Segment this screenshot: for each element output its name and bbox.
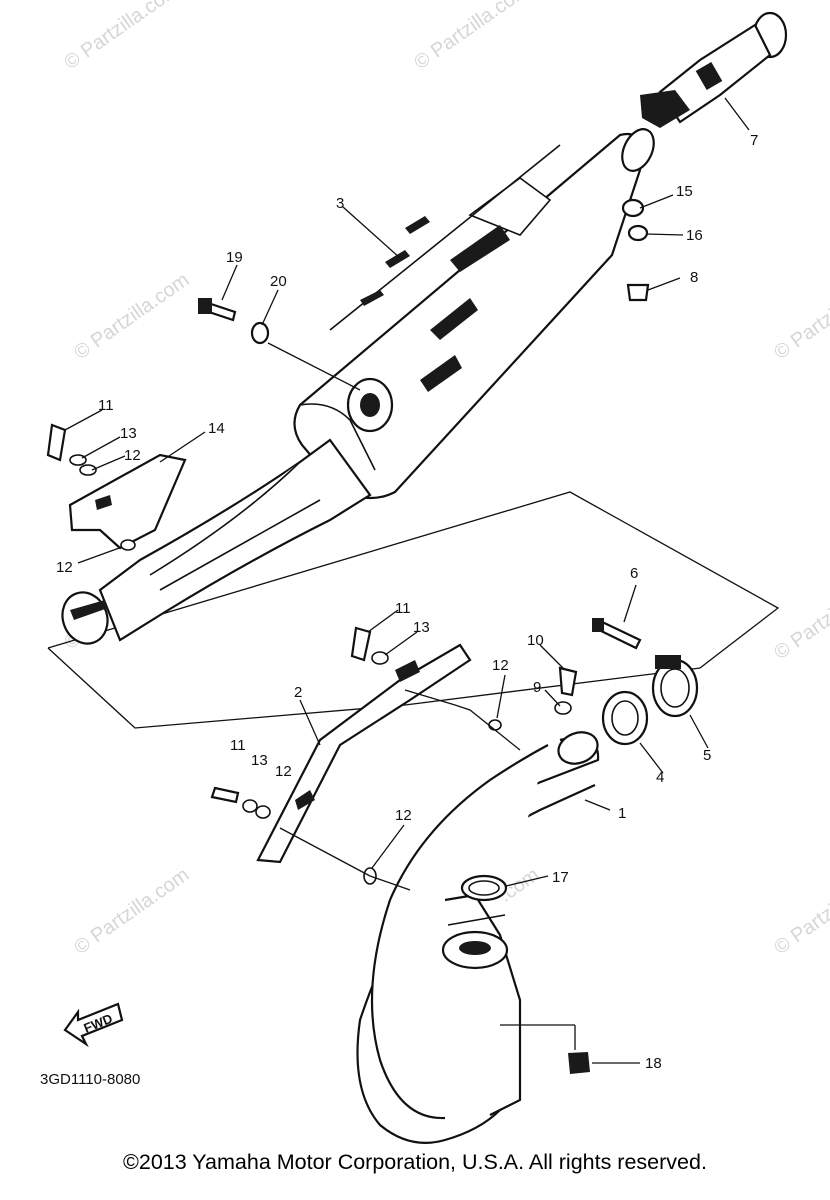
- sleeve-part-4: [601, 690, 649, 746]
- watermark: © Partzilla.com: [70, 269, 193, 364]
- callout-11-top: 11: [98, 397, 114, 414]
- callout-12-a: 12: [124, 447, 141, 464]
- clamp-part-5: [651, 655, 699, 718]
- callout-19: 19: [226, 249, 243, 266]
- callout-12-c: 12: [492, 657, 509, 674]
- callout-4: 4: [656, 769, 664, 786]
- fwd-label: FWD: [82, 1011, 115, 1036]
- callout-13-mid: 13: [413, 619, 430, 636]
- watermark: © Partzilla.com: [60, 0, 183, 74]
- bolt-part-6: [592, 618, 642, 650]
- callout-14: 14: [208, 420, 225, 437]
- watermark: © Partzilla.com: [70, 864, 193, 959]
- fwd-arrow-icon: FWD: [63, 1002, 124, 1048]
- callout-17: 17: [552, 869, 569, 886]
- callout-15: 15: [676, 183, 693, 200]
- watermark: © Partzilla.com: [770, 569, 830, 664]
- copyright-notice: ©2013 Yamaha Motor Corporation, U.S.A. A…: [123, 1150, 707, 1174]
- callout-13-low: 13: [251, 752, 268, 769]
- spark-arrestor-part-7: [640, 11, 788, 128]
- callout-12-d: 12: [275, 763, 292, 780]
- exhaust-pipe-part-1: [356, 731, 600, 1144]
- callout-20: 20: [270, 273, 287, 290]
- callout-8: 8: [690, 269, 698, 286]
- callout-12-e: 12: [395, 807, 412, 824]
- drawing-code: 3GD1110-8080: [40, 1071, 140, 1088]
- callout-12-b: 12: [56, 559, 73, 576]
- heat-guard-part-14: [68, 453, 187, 550]
- fasteners: [46, 198, 650, 1074]
- callout-6: 6: [630, 565, 638, 582]
- callout-7: 7: [750, 132, 758, 149]
- assembly-boundary: [47, 491, 780, 729]
- callout-10: 10: [527, 632, 544, 649]
- watermark: © Partzilla.com: [770, 864, 830, 959]
- bracket-part-2: [256, 643, 472, 864]
- callout-2: 2: [294, 684, 302, 701]
- callout-labels: 1 2 3 4 5 6 7 8 9 10 11 11 11 12 12 12 1…: [56, 132, 758, 1072]
- callout-11-mid: 11: [395, 600, 411, 617]
- callout-18: 18: [645, 1055, 662, 1072]
- callout-1: 1: [618, 805, 626, 822]
- watermark: © Partzilla.com: [770, 269, 830, 364]
- watermark: © Partzilla.com: [410, 0, 533, 74]
- muffler-part-3: [61, 128, 655, 645]
- callout-3: 3: [336, 195, 344, 212]
- leader-lines: [64, 97, 750, 1064]
- callout-9: 9: [533, 679, 541, 696]
- callout-5: 5: [703, 747, 711, 764]
- callout-11-low: 11: [230, 737, 246, 754]
- callout-16: 16: [686, 227, 703, 244]
- callout-13-top: 13: [120, 425, 137, 442]
